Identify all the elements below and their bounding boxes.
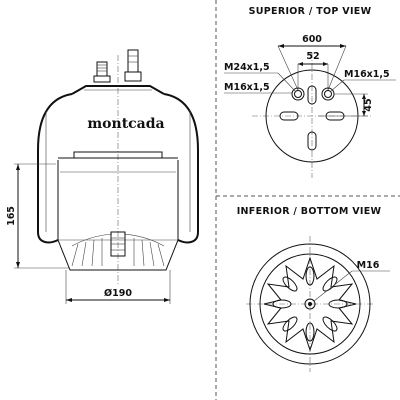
thread-m24-label: M24x1,5 bbox=[224, 62, 270, 73]
thread-m16-left-label: M16x1,5 bbox=[224, 82, 270, 93]
piston-star-outline bbox=[263, 256, 357, 352]
thread-m16-bottom-label: M16 bbox=[357, 260, 380, 271]
bellow-left bbox=[37, 93, 73, 244]
dim-45-label: 45 bbox=[363, 98, 374, 111]
bottom-view-title: INFERIOR / BOTTOM VIEW bbox=[237, 206, 382, 217]
diameter-dimension: Ø190 bbox=[65, 270, 171, 304]
top-studs bbox=[93, 49, 142, 83]
top-view-title: SUPERIOR / TOP VIEW bbox=[249, 6, 372, 17]
petal-cutouts bbox=[272, 266, 348, 342]
m16-center-dot bbox=[308, 302, 312, 306]
stud-holes bbox=[291, 87, 335, 101]
height-dimension: 165 bbox=[6, 163, 70, 269]
brand-label: montcada bbox=[87, 116, 164, 132]
bottom-view: INFERIOR / BOTTOM VIEW M16 bbox=[237, 206, 390, 372]
dim-600-label: 600 bbox=[302, 34, 322, 45]
top-plate bbox=[71, 85, 165, 95]
bottom-inner-circle bbox=[259, 253, 361, 355]
bottom-outer-circle bbox=[249, 243, 371, 365]
m16-center-hole bbox=[304, 298, 316, 310]
piston bbox=[57, 151, 179, 271]
diameter-label: Ø190 bbox=[104, 288, 132, 299]
dim-52-label: 52 bbox=[306, 51, 319, 62]
height-label: 165 bbox=[6, 206, 17, 226]
bellow-right bbox=[163, 93, 199, 244]
top-view: SUPERIOR / TOP VIEW 600 52 bbox=[224, 6, 396, 178]
side-view: montcada 165 Ø190 bbox=[6, 49, 199, 304]
thread-m16-right-label: M16x1,5 bbox=[344, 69, 390, 80]
